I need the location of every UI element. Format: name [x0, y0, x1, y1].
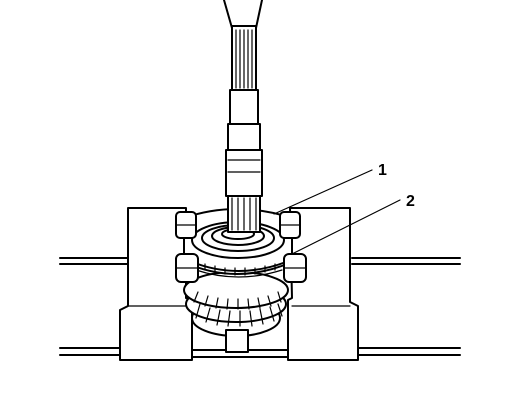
callout-2: 2	[406, 193, 415, 210]
callout-1: 1	[378, 162, 387, 179]
bearing-separator	[183, 208, 293, 278]
press-shaft	[223, 0, 263, 233]
leader-lines	[273, 169, 401, 255]
leader-line-2	[291, 199, 401, 255]
leader-line-1	[273, 169, 373, 215]
right-support-block	[287, 207, 359, 361]
gear-cluster	[183, 271, 289, 353]
separator-bolts	[175, 211, 307, 283]
